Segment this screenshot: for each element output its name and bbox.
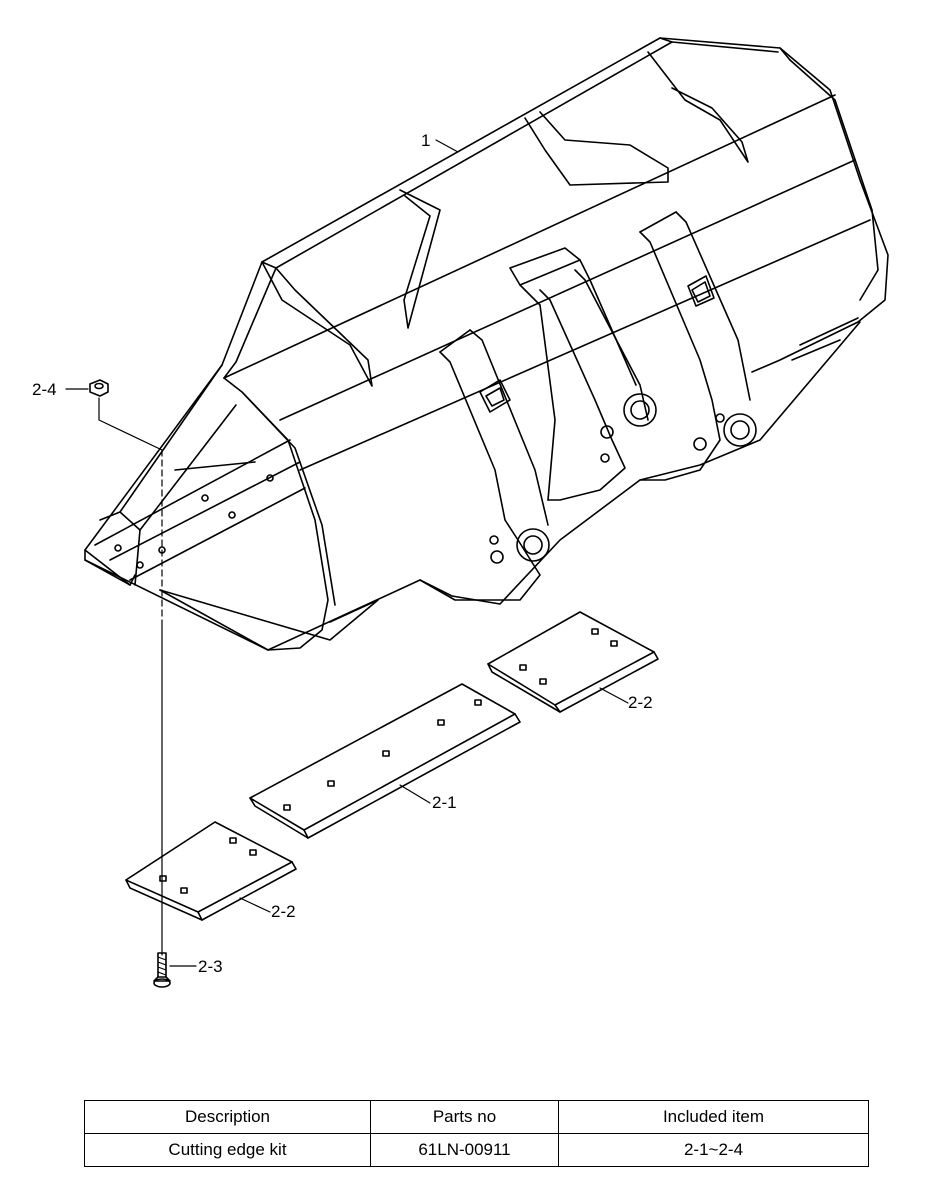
cell-description: Cutting edge kit (84, 1133, 371, 1167)
parts-table-header-row: Description Parts no Included item (84, 1100, 869, 1134)
leader-lines (65, 139, 629, 967)
cutting-edge-part (249, 683, 521, 839)
header-description: Description (84, 1100, 371, 1134)
exploded-parts-diagram: 1 2-1 2-2 2-2 2-3 2-4 (32, 37, 889, 988)
parts-table: Description Parts no Included item Cutti… (84, 1100, 869, 1167)
header-included-item: Included item (558, 1100, 869, 1134)
callout-1: 1 (421, 131, 430, 150)
table-row: Cutting edge kit 61LN-00911 2-1~2-4 (84, 1133, 869, 1167)
callout-2-2-left: 2-2 (271, 902, 296, 921)
callout-2-4: 2-4 (32, 380, 57, 399)
end-bit-right-part (487, 611, 659, 713)
header-parts-no: Parts no (370, 1100, 559, 1134)
end-bit-left-part (125, 821, 297, 921)
cell-included-item: 2-1~2-4 (558, 1133, 869, 1167)
bucket-assembly (84, 37, 889, 651)
callout-2-1: 2-1 (432, 793, 457, 812)
bolt-part (153, 952, 171, 988)
nut-part (89, 379, 109, 397)
cell-parts-no: 61LN-00911 (370, 1133, 559, 1167)
callout-2-2-right: 2-2 (628, 693, 653, 712)
callout-2-3: 2-3 (198, 957, 223, 976)
